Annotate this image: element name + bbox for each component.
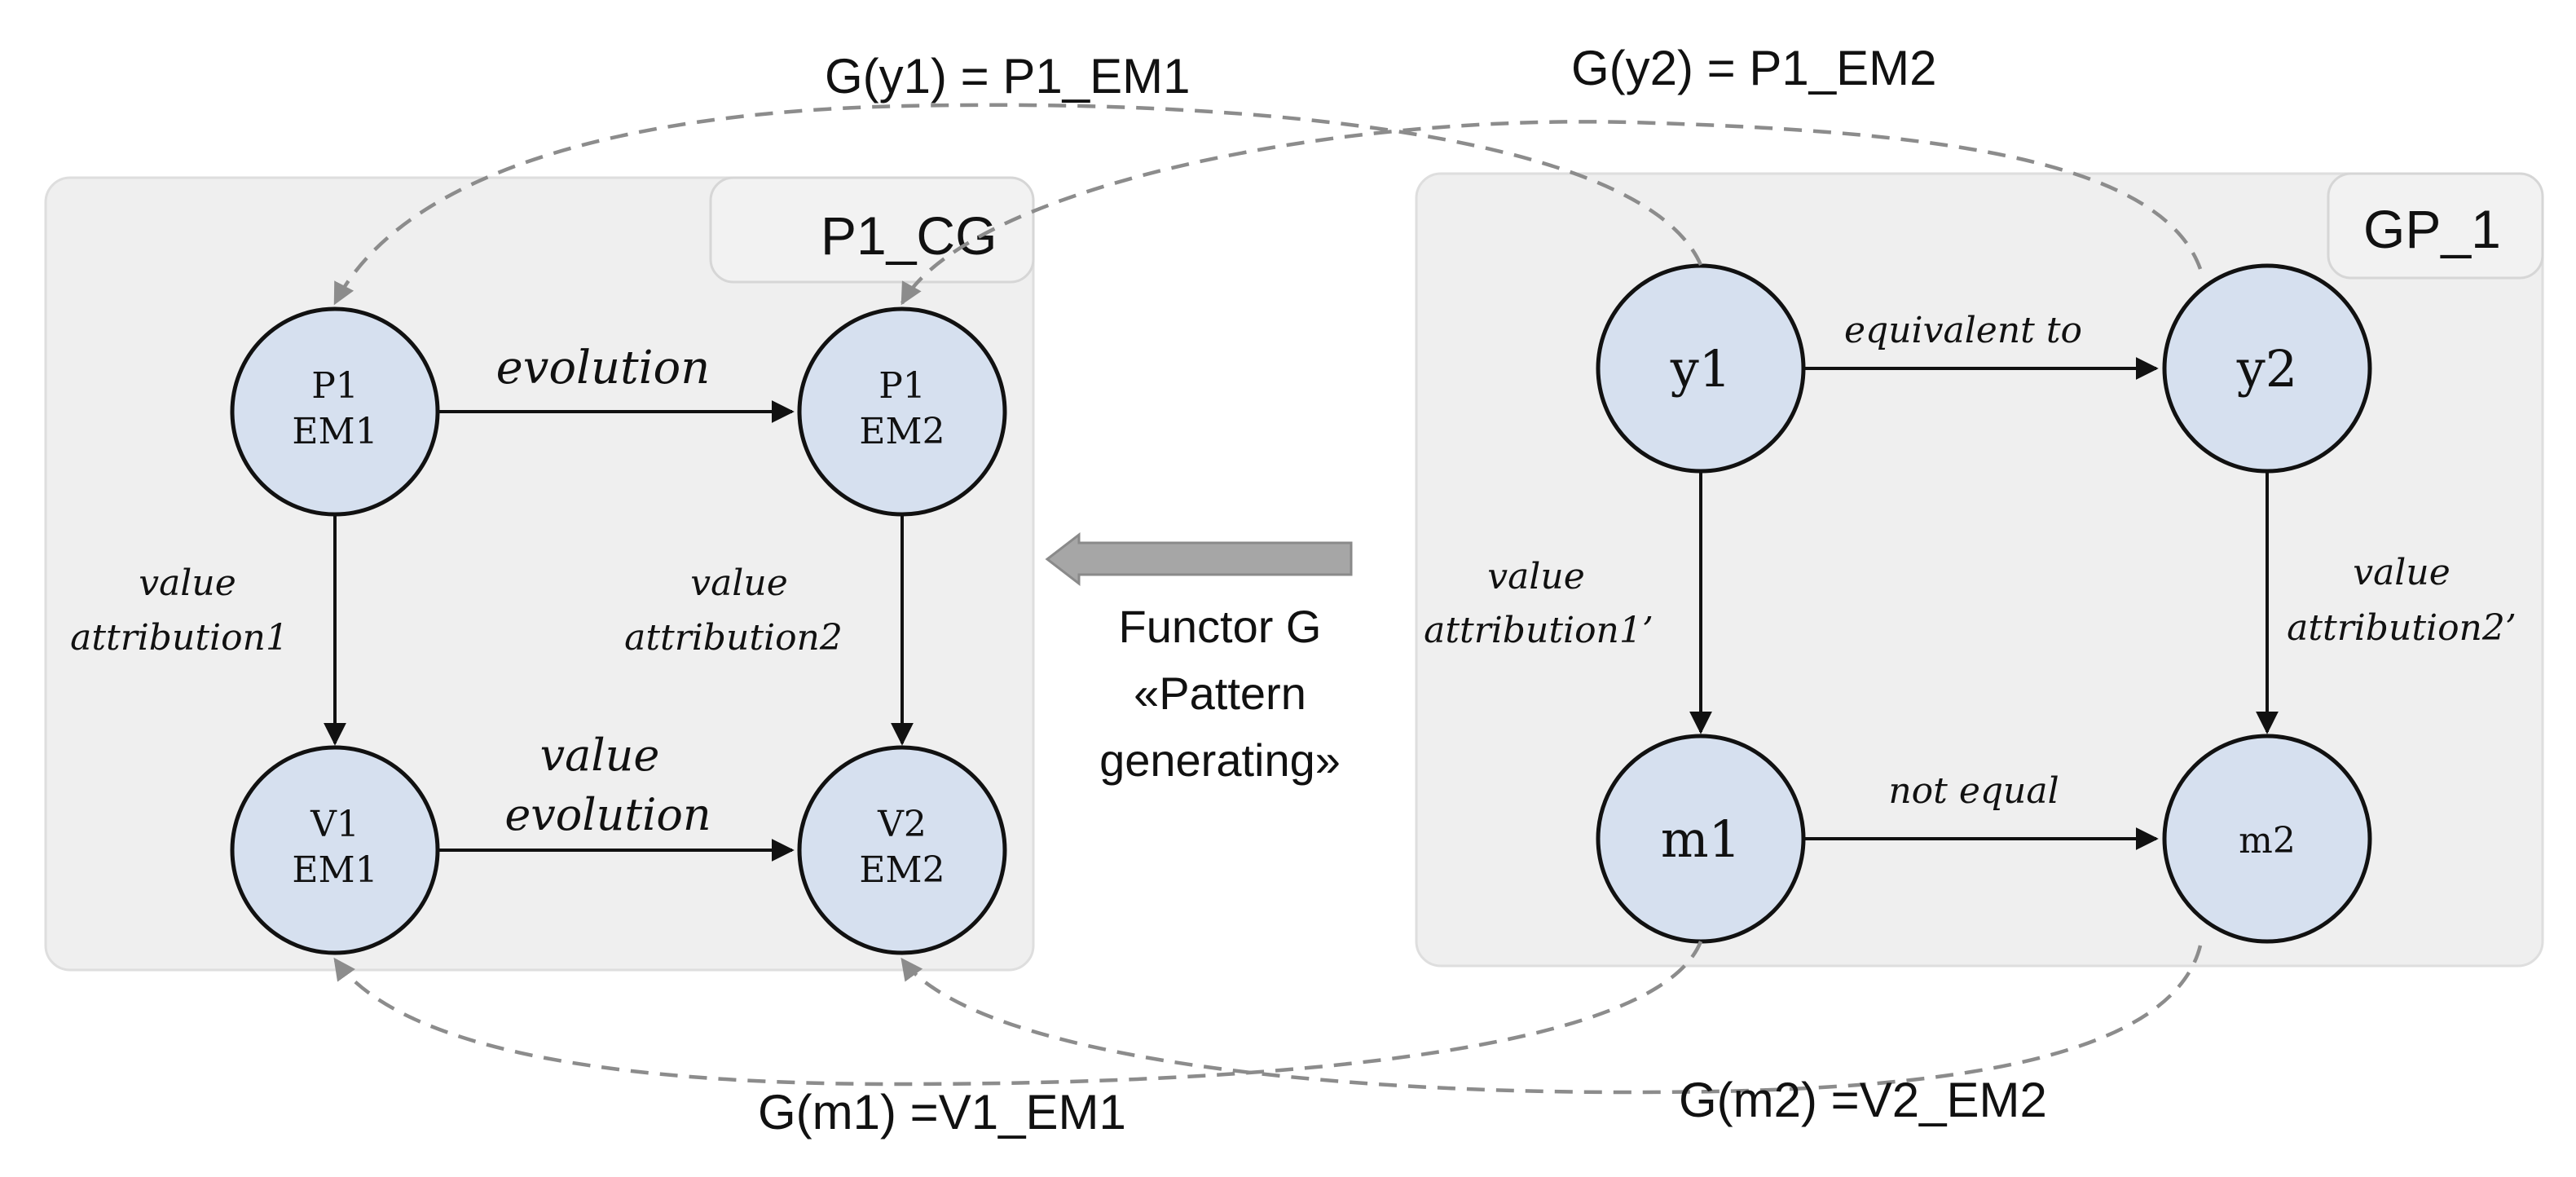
mapping-label-y1: G(y1) = P1_EM1 bbox=[825, 49, 1191, 104]
node-p1-em1-line1: P1 bbox=[311, 365, 359, 407]
node-y2-label: y2 bbox=[2236, 339, 2297, 399]
functor-label-line1: Functor G bbox=[1119, 601, 1322, 652]
label-value-evolution-line1: value bbox=[540, 730, 660, 781]
node-v1-em1: V1 EM1 bbox=[230, 745, 440, 955]
node-m1: m1 bbox=[1596, 734, 1806, 944]
mapping-label-m2: G(m2) =V2_EM2 bbox=[1679, 1073, 2047, 1127]
node-m2-label: m2 bbox=[2239, 820, 2296, 862]
label-value-attribution1-line1: value bbox=[139, 562, 236, 604]
node-p1-em2-line1: P1 bbox=[878, 365, 926, 407]
node-v2-em2: V2 EM2 bbox=[797, 745, 1007, 955]
functor-arrow bbox=[1045, 531, 1353, 587]
mapping-arc-m2 bbox=[900, 945, 2203, 1095]
right-panel-title-tab bbox=[2327, 172, 2544, 280]
left-panel-title-tab bbox=[709, 176, 1035, 284]
label-value-attribution1-line2: attribution1 bbox=[70, 617, 288, 659]
right-panel-title: GP_1 bbox=[2363, 199, 2501, 259]
functor-label-line3: generating» bbox=[1099, 734, 1341, 786]
label-value-attribution2p-line1: value bbox=[2353, 552, 2451, 593]
node-v2-em2-line2: EM2 bbox=[859, 849, 945, 891]
label-value-attribution1p-line2: attribution1’ bbox=[1424, 610, 1653, 651]
label-value-attribution2-line1: value bbox=[690, 562, 788, 604]
node-p1-em2: P1 EM2 bbox=[797, 306, 1007, 517]
mapping-label-y2: G(y2) = P1_EM2 bbox=[1571, 41, 1937, 95]
node-v1-em1-line2: EM1 bbox=[292, 849, 377, 891]
mapping-arc-y2 bbox=[900, 120, 2203, 306]
node-y1: y1 bbox=[1596, 263, 1806, 474]
node-v2-em2-line1: V2 bbox=[877, 804, 927, 845]
mapping-arc-y1 bbox=[333, 103, 1703, 306]
label-value-attribution1p-line1: value bbox=[1487, 556, 1585, 597]
label-equivalent-to: equivalent to bbox=[1844, 310, 2082, 351]
functor-label-line2: «Pattern bbox=[1134, 668, 1306, 719]
node-y2: y2 bbox=[2162, 263, 2372, 474]
label-value-attribution2p-line2: attribution2’ bbox=[2287, 607, 2517, 649]
label-evolution: evolution bbox=[496, 342, 711, 395]
node-p1-em1-line2: EM1 bbox=[292, 411, 377, 452]
mapping-arc-m1 bbox=[333, 941, 1703, 1087]
node-p1-em1: P1 EM1 bbox=[230, 306, 440, 517]
node-m1-label: m1 bbox=[1661, 809, 1741, 869]
label-value-evolution-line2: evolution bbox=[504, 789, 711, 840]
label-not-equal: not equal bbox=[1888, 770, 2059, 812]
label-value-attribution2-line2: attribution2 bbox=[624, 617, 843, 659]
left-panel-title: P1_CG bbox=[821, 205, 997, 266]
node-p1-em2-line2: EM2 bbox=[859, 411, 945, 452]
node-v1-em1-line1: V1 bbox=[310, 804, 359, 845]
mapping-label-m1: G(m1) =V1_EM1 bbox=[758, 1085, 1126, 1140]
node-m2: m2 bbox=[2162, 734, 2372, 944]
node-y1-label: y1 bbox=[1670, 339, 1731, 399]
